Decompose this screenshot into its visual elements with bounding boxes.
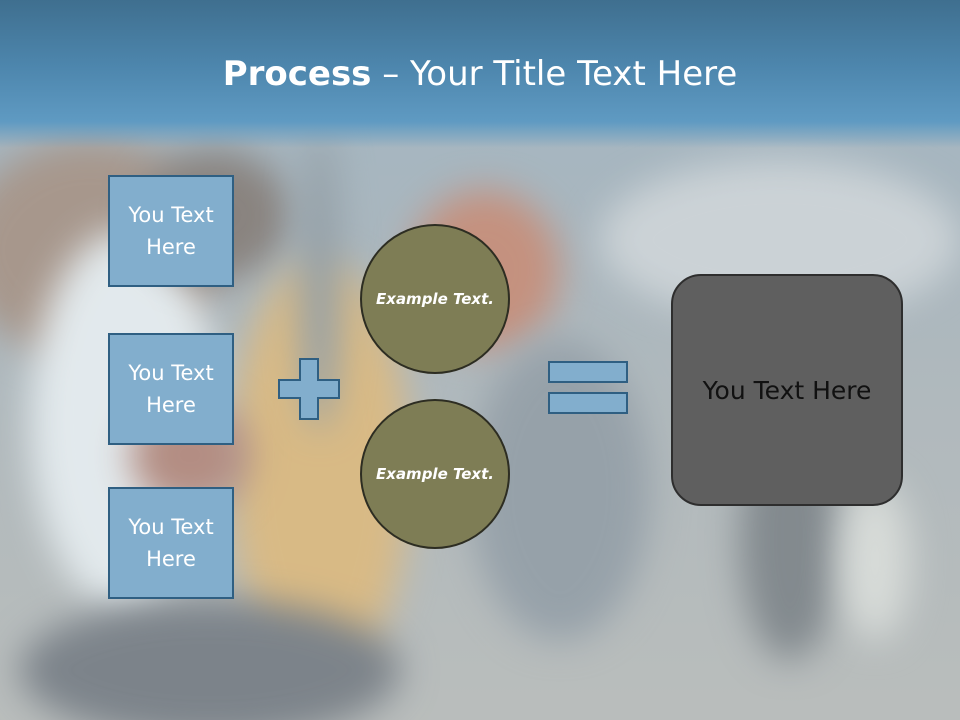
plus-icon <box>278 358 340 420</box>
equals-icon <box>548 361 628 414</box>
slide-title: Process – Your Title Text Here <box>0 52 960 96</box>
example-circle-1[interactable]: Example Text. <box>360 224 510 374</box>
example-circle-2[interactable]: Example Text. <box>360 399 510 549</box>
result-box[interactable]: You Text Here <box>671 274 903 506</box>
title-text: – Your Title Text Here <box>371 54 738 94</box>
text-box-3[interactable]: You Text Here <box>108 487 234 599</box>
header-band <box>0 0 960 148</box>
text-box-2[interactable]: You Text Here <box>108 333 234 445</box>
text-box-1[interactable]: You Text Here <box>108 175 234 287</box>
title-bold: Process <box>222 54 372 94</box>
